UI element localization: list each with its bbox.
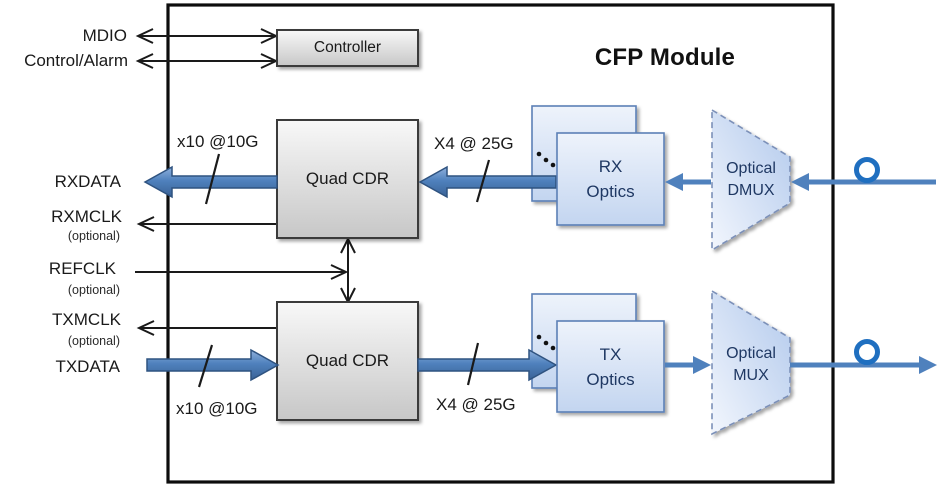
optical-mux-label: Optical MUX [712, 340, 790, 390]
rx-quad-cdr-label: Quad CDR [305, 169, 390, 188]
tx-to-mux-arrowhead-icon [693, 356, 711, 374]
optical-mux-label-line1: Optical [726, 345, 776, 362]
label-refclk: REFCLK [48, 259, 116, 278]
rx-optics-label-line2: Optics [586, 182, 635, 201]
label-txmclk-optional: (optional) [67, 334, 120, 348]
rx-lanes-ellipsis-icon [536, 151, 556, 168]
tx-optics-label-line2: Optics [586, 369, 635, 389]
tx-optics-box [556, 320, 665, 413]
controller-box [276, 29, 419, 67]
label-rxdata: RXDATA [54, 172, 121, 191]
host-signal-lines [135, 28, 356, 336]
mdio-arrowhead-left-icon [135, 28, 154, 44]
label-tx-optical-bus: X4 @ 25G [436, 395, 516, 414]
label-tx-electrical-bus: x10 @10G [176, 399, 258, 418]
optical-dmux-label-line2: DMUX [727, 182, 775, 199]
rx-optics-label: RX Optics [557, 133, 664, 225]
optical-dmux-shape [711, 108, 791, 252]
tx-lanes-ellipsis-icon [536, 334, 556, 351]
rx-electrical-slash-icon [204, 153, 221, 205]
optical-dmux-label-line1: Optical [726, 160, 776, 177]
controller-label: Controller [313, 39, 382, 56]
rx-optics-box [556, 132, 665, 226]
tx-optical-bus-arrow [417, 348, 558, 382]
label-rx-optical-bus: X4 @ 25G [434, 134, 514, 153]
label-rx-electrical-bus: x10 @10G [177, 132, 259, 151]
dmux-to-rx-arrowhead-icon [665, 173, 683, 191]
tx-optics-label: TX Optics [557, 321, 664, 412]
fiber-connector-out-icon [854, 339, 880, 365]
optical-path-lines [665, 179, 936, 368]
fiber-out-arrowhead-icon [919, 356, 937, 374]
label-refclk-optional: (optional) [67, 283, 120, 297]
label-mdio: MDIO [82, 26, 127, 45]
rx-optical-slash-icon [475, 159, 491, 203]
rx-optics-label-line1: RX [598, 157, 623, 176]
label-txdata: TXDATA [55, 357, 120, 376]
bus-width-slashes [197, 153, 491, 388]
label-control-alarm: Control/Alarm [24, 51, 128, 70]
refclk-arrowhead-icon [330, 264, 349, 280]
control-alarm-arrowhead-left-icon [135, 53, 154, 69]
optical-mux-label-line2: MUX [733, 367, 769, 384]
rxmclk-arrowhead-icon [136, 216, 155, 232]
txmclk-arrowhead-icon [136, 320, 155, 336]
label-rxmclk-optional: (optional) [67, 229, 120, 243]
tx-quad-cdr-box [276, 301, 419, 421]
tx-quad-cdr-label: Quad CDR [305, 351, 390, 370]
optical-dmux-label: Optical DMUX [712, 156, 790, 204]
fiber-in-arrowhead-icon [791, 173, 809, 191]
label-txmclk: TXMCLK [52, 310, 121, 329]
rx-optical-bus-arrow [418, 165, 557, 199]
tx-optics-label-line1: TX [599, 344, 622, 364]
label-rxmclk: RXMCLK [51, 207, 122, 226]
optical-mux-shape [711, 289, 791, 436]
tx-optical-slash-icon [466, 342, 480, 386]
fiber-connector-in-icon [854, 157, 880, 183]
rx-quad-cdr-box [276, 119, 419, 239]
cfp-module-boundary [166, 3, 835, 484]
module-title: CFP Module [594, 44, 736, 71]
tx-electrical-slash-icon [197, 344, 214, 388]
optical-path-arrowheads [665, 173, 937, 374]
txdata-bus-arrow [146, 348, 280, 382]
